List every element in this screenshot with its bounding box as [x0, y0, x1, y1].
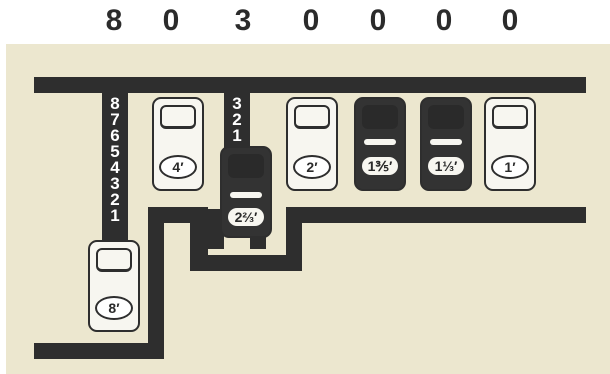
car-1-1-3[interactable]: 1⅓′	[420, 97, 472, 191]
middle-column-numbers: 3 2 1	[225, 96, 249, 144]
digit-readout: 8 0 3 0 0 0 0	[0, 0, 610, 44]
car-2-2-3[interactable]: 2⅔′	[220, 146, 272, 238]
car-label: 1⅗′	[358, 155, 402, 177]
digit-4: 0	[291, 4, 331, 38]
digit-7: 0	[490, 4, 530, 38]
car-1[interactable]: 1′	[484, 97, 536, 191]
car-label: 8′	[95, 296, 133, 320]
car-label: 1′	[491, 155, 529, 179]
left-column-numbers: 8 7 6 5 4 3 2 1	[103, 96, 127, 224]
car-8[interactable]: 8′	[88, 240, 140, 332]
lower-left-track	[148, 207, 164, 349]
car-label: 2′	[293, 155, 331, 179]
digit-6: 0	[424, 4, 464, 38]
digit-3: 3	[223, 4, 263, 38]
puzzle-board: 8 7 6 5 4 3 2 1 3 2 1 4′ 2⅔′ 2′ 1⅗′ 1⅓′	[6, 44, 610, 374]
digit-2: 0	[151, 4, 191, 38]
digit-5: 0	[358, 4, 398, 38]
col-num: 1	[225, 128, 249, 144]
car-2[interactable]: 2′	[286, 97, 338, 191]
car-label: 2⅔′	[224, 206, 268, 228]
right-lower-track	[286, 207, 586, 223]
car-label: 4′	[159, 155, 197, 179]
digit-1: 8	[94, 4, 134, 38]
car-1-3-5[interactable]: 1⅗′	[354, 97, 406, 191]
bottom-track	[34, 343, 164, 359]
col-num: 1	[103, 208, 127, 224]
car-label: 1⅓′	[424, 155, 468, 177]
car-4[interactable]: 4′	[152, 97, 204, 191]
